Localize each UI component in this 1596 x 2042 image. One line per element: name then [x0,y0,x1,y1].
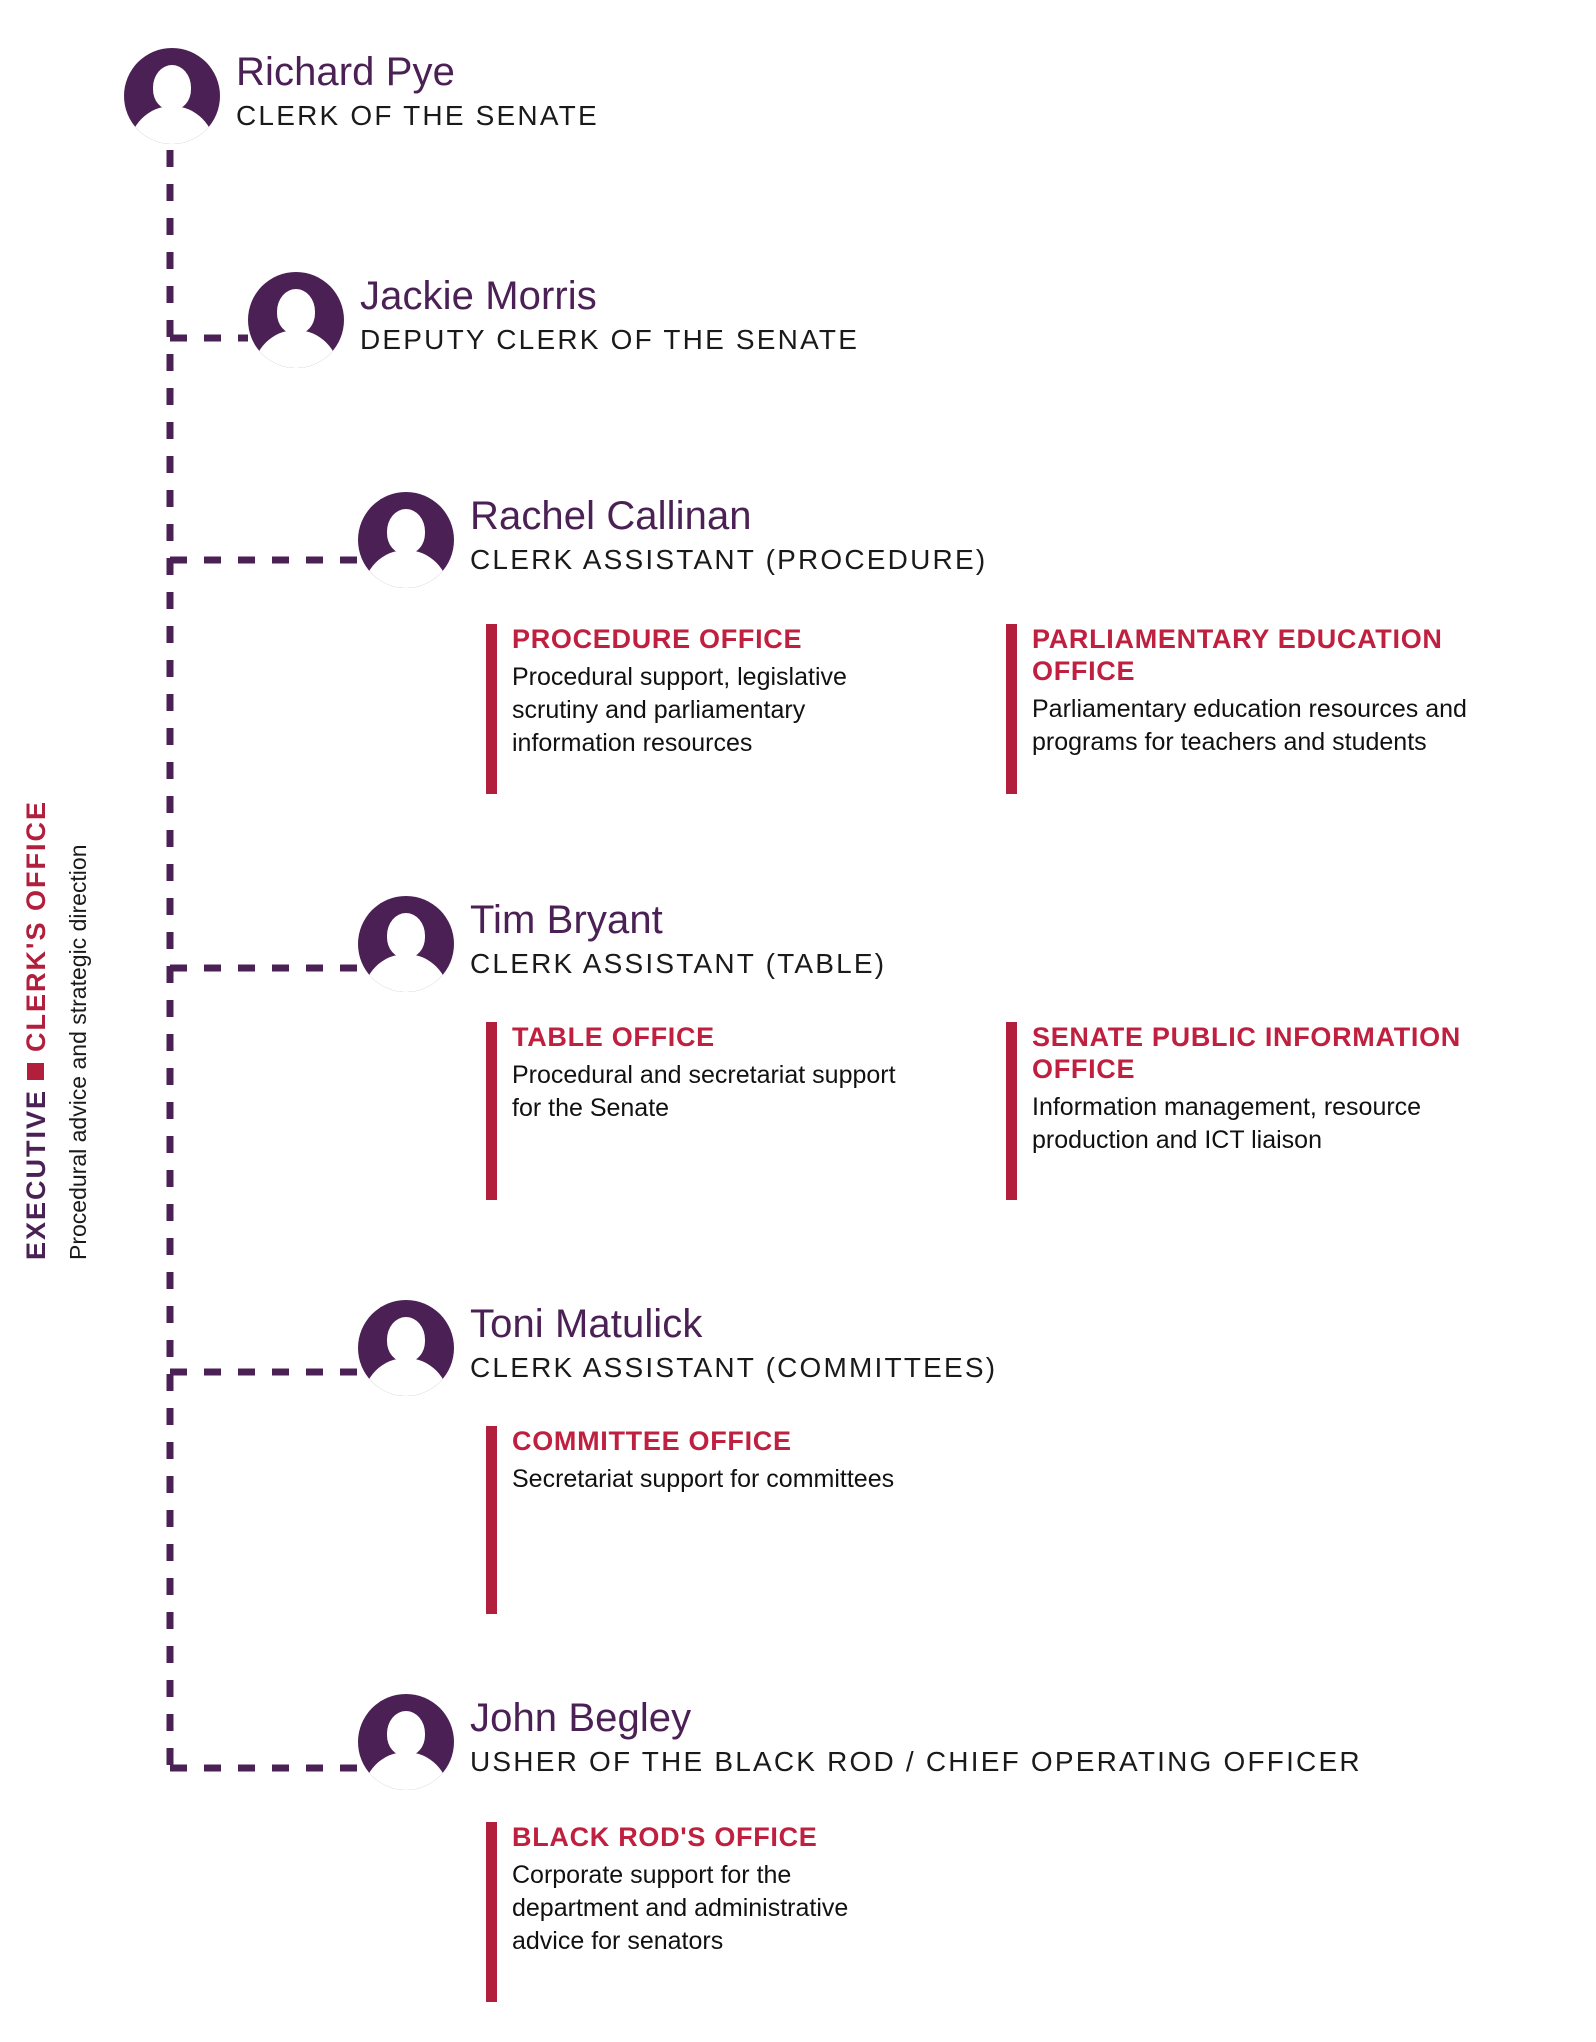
person-avatar-icon [358,492,454,588]
side-label-separator-square [27,1062,44,1080]
person-title: CLERK ASSISTANT (TABLE) [470,947,887,979]
person-text-block: John Begley USHER OF THE BLACK ROD / CHI… [470,1694,1362,1779]
avatar-head-shape [387,1317,425,1362]
person-avatar-icon [358,1694,454,1790]
office-card-committee[interactable]: COMMITTEE OFFICE Secretariat support for… [486,1426,906,1614]
person-title: CLERK ASSISTANT (COMMITTEES) [470,1351,998,1383]
avatar-head-shape [153,65,191,110]
avatar-head-shape [277,289,315,334]
office-title: PARLIAMENTARY EDUCATION OFFICE [1032,624,1443,686]
avatar-head-shape [387,1711,425,1756]
person-text-block: Toni Matulick CLERK ASSISTANT (COMMITTEE… [470,1300,997,1385]
person-title: CLERK OF THE SENATE [236,99,599,131]
office-title: TABLE OFFICE [512,1022,715,1052]
person-title: DEPUTY CLERK OF THE SENATE [360,323,860,355]
person-name: Richard Pye [236,50,455,94]
person-avatar-icon [358,1300,454,1396]
side-label-subtitle: Procedural advice and strategic directio… [65,844,91,1260]
office-title: BLACK ROD'S OFFICE [512,1822,818,1852]
office-title: PROCEDURE OFFICE [512,624,803,654]
person-text-block: Jackie Morris DEPUTY CLERK OF THE SENATE [360,272,859,357]
person-jackie-morris[interactable]: Jackie Morris DEPUTY CLERK OF THE SENATE [248,272,859,368]
person-richard-pye[interactable]: Richard Pye CLERK OF THE SENATE [124,48,599,144]
office-card-parliamentary-education[interactable]: PARLIAMENTARY EDUCATION OFFICE Parliamen… [1006,624,1516,794]
person-text-block: Tim Bryant CLERK ASSISTANT (TABLE) [470,896,886,981]
person-rachel-callinan[interactable]: Rachel Callinan CLERK ASSISTANT (PROCEDU… [358,492,987,588]
person-text-block: Rachel Callinan CLERK ASSISTANT (PROCEDU… [470,492,987,577]
office-card-table[interactable]: TABLE OFFICE Procedural and secretariat … [486,1022,906,1200]
office-card-procedure[interactable]: PROCEDURE OFFICE Procedural support, leg… [486,624,906,794]
person-avatar-icon [248,272,344,368]
side-label-group: EXECUTIVE CLERK'S OFFICE Procedural advic… [21,620,138,1260]
person-name: John Begley [470,1696,692,1740]
office-card-black-rods[interactable]: BLACK ROD'S OFFICE Corporate support for… [486,1822,906,2002]
person-john-begley[interactable]: John Begley USHER OF THE BLACK ROD / CHI… [358,1694,1362,1790]
office-title: COMMITTEE OFFICE [512,1426,792,1456]
person-toni-matulick[interactable]: Toni Matulick CLERK ASSISTANT (COMMITTEE… [358,1300,997,1396]
person-title: CLERK ASSISTANT (PROCEDURE) [470,543,988,575]
office-description: Procedural and secretariat support for t… [512,1060,896,1122]
avatar-body-shape [363,1358,449,1396]
side-label-heading: EXECUTIVE CLERK'S OFFICE [21,800,51,1260]
side-label-office: CLERK'S OFFICE [21,800,51,1052]
person-text-block: Richard Pye CLERK OF THE SENATE [236,48,599,133]
person-title: USHER OF THE BLACK ROD / CHIEF OPERATING… [470,1745,1362,1777]
person-name: Tim Bryant [470,898,663,942]
office-title: SENATE PUBLIC INFORMATION OFFICE [1032,1022,1461,1084]
office-description: Information management, resource product… [1032,1092,1422,1154]
avatar-body-shape [129,106,215,144]
office-card-senate-public-information[interactable]: SENATE PUBLIC INFORMATION OFFICE Informa… [1006,1022,1486,1200]
avatar-body-shape [363,954,449,992]
person-name: Rachel Callinan [470,494,752,538]
person-avatar-icon [124,48,220,144]
avatar-body-shape [363,550,449,588]
person-tim-bryant[interactable]: Tim Bryant CLERK ASSISTANT (TABLE) [358,896,886,992]
office-description: Procedural support, legislative scrutiny… [512,662,847,757]
person-name: Toni Matulick [470,1302,703,1346]
office-description: Secretariat support for committees [512,1464,895,1493]
person-avatar-icon [358,896,454,992]
office-description: Parliamentary education resources and pr… [1032,694,1467,756]
avatar-head-shape [387,509,425,554]
avatar-head-shape [387,913,425,958]
avatar-body-shape [253,330,339,368]
office-description: Corporate support for the department and… [512,1860,849,1955]
person-name: Jackie Morris [360,274,597,318]
side-label-executive: EXECUTIVE [21,1088,51,1260]
avatar-body-shape [363,1752,449,1790]
